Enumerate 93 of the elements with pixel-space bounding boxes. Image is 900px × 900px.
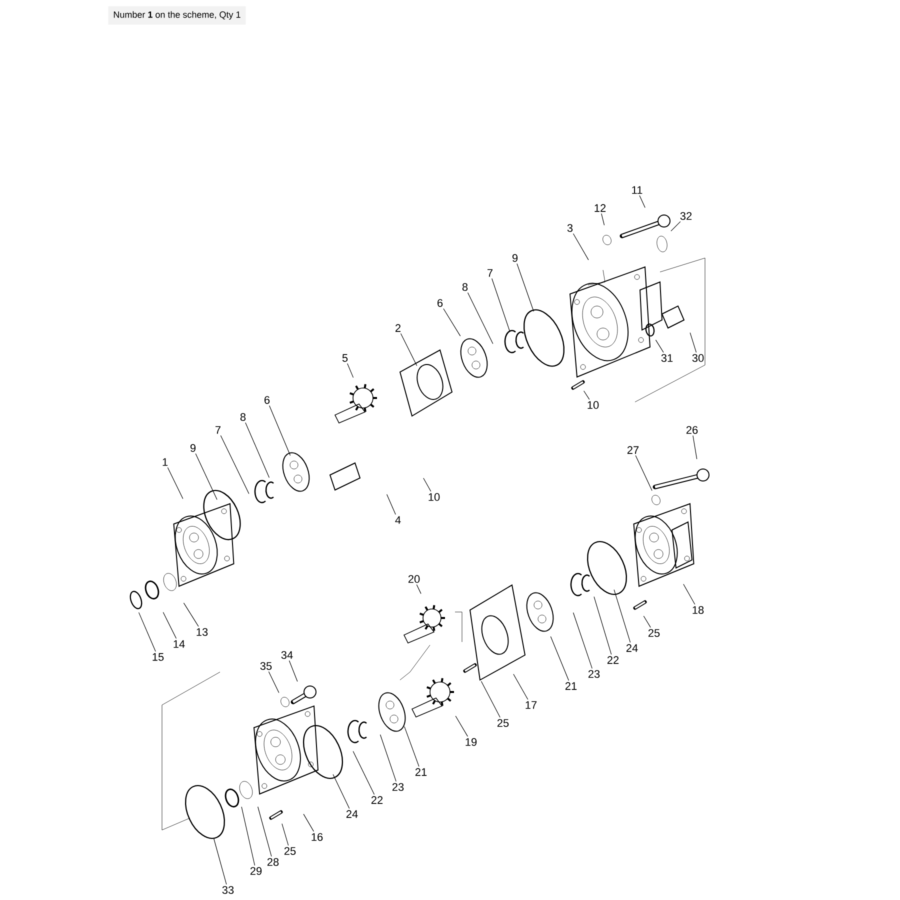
leader-line [282, 823, 289, 846]
callout-number: 22 [607, 656, 619, 664]
callout-number: 20 [408, 575, 420, 583]
callout-number: 33 [222, 886, 234, 894]
leader-line [692, 435, 698, 460]
callout-number: 14 [174, 640, 185, 648]
callout-number: 5 [342, 354, 348, 362]
leader-line [332, 774, 350, 809]
leader-line [386, 494, 396, 515]
callout-number: 8 [240, 413, 246, 421]
callout-number: 10 [428, 493, 440, 501]
callout-number: 8 [462, 283, 468, 291]
callout-number: 23 [392, 783, 404, 791]
leader-line [423, 478, 432, 492]
leader-line [214, 838, 227, 885]
leader-line [138, 612, 156, 652]
callout-number: 4 [395, 516, 401, 524]
callout-number: 13 [196, 628, 208, 636]
leader-line [241, 806, 256, 866]
callout-number: 32 [680, 212, 692, 220]
callout-number: 17 [526, 701, 537, 709]
leader-line [288, 660, 298, 682]
leader-line [400, 333, 418, 366]
leader-line [162, 612, 177, 639]
callout-number: 11 [632, 186, 642, 194]
callout-number: 35 [260, 662, 272, 670]
leader-line [594, 596, 612, 655]
leader-line [269, 405, 291, 456]
callout-number: 21 [415, 768, 427, 776]
leader-line [480, 680, 500, 718]
callout-number: 1 [162, 458, 168, 466]
leader-line [245, 422, 270, 478]
leader-line [352, 751, 375, 795]
callout-number: 29 [250, 867, 262, 875]
callout-number: 15 [152, 653, 164, 661]
callout-number: 27 [627, 446, 639, 454]
leader-line [492, 278, 510, 332]
leader-line [404, 726, 420, 767]
callout-number: 6 [264, 396, 270, 404]
leader-line [467, 292, 494, 344]
callout-number: 3 [567, 224, 573, 232]
callout-number: 24 [626, 644, 638, 652]
leader-line [455, 716, 468, 737]
callout-number: 18 [692, 606, 704, 614]
callout-number: 26 [686, 426, 698, 434]
callout-number: 9 [190, 444, 196, 452]
leader-line [683, 584, 696, 605]
leader-line [513, 674, 528, 700]
leader-line [655, 340, 664, 353]
callout-number: 31 [661, 354, 673, 362]
leader-line [614, 589, 631, 643]
leader-line [584, 390, 590, 400]
leader-line [572, 612, 592, 669]
leader-line [670, 221, 681, 232]
callout-number: 9 [512, 254, 518, 262]
leader-line [220, 435, 250, 494]
callout-number: 28 [267, 858, 279, 866]
callout-number: 7 [216, 426, 220, 434]
header-note: Number 1 on the scheme, Qty 1 [108, 6, 246, 25]
leader-line [635, 455, 652, 491]
callout-number: 25 [648, 629, 660, 637]
leader-line [690, 332, 697, 353]
callout-number: 22 [371, 796, 383, 804]
leader-line [550, 636, 570, 681]
callout-number: 16 [312, 833, 323, 841]
leader-line [268, 671, 280, 693]
callout-number: 25 [284, 847, 296, 855]
leader-line [303, 814, 314, 832]
leader-line [183, 602, 199, 627]
leader-line [195, 453, 218, 500]
callout-number: 10 [588, 401, 599, 409]
leader-line [167, 467, 184, 500]
callout-number: 25 [497, 719, 509, 727]
leader-line [347, 363, 354, 378]
callout-number: 23 [588, 670, 600, 678]
callout-number: 6 [438, 299, 443, 307]
leader-line [380, 734, 396, 782]
leader-line [416, 584, 422, 594]
leader-line [639, 195, 646, 208]
callout-number: 21 [565, 682, 577, 690]
callout-number: 12 [594, 204, 606, 212]
callout-number: 24 [346, 810, 358, 818]
leader-line [516, 263, 534, 312]
callout-number: 2 [396, 324, 401, 332]
callout-number: 34 [281, 651, 293, 659]
callout-number: 19 [466, 738, 477, 746]
callout-number: 7 [488, 269, 493, 277]
leader-line [601, 213, 605, 226]
leader-line [443, 308, 461, 336]
callout-number: 30 [692, 354, 704, 362]
leader-line [258, 806, 272, 857]
leader-line [572, 233, 589, 260]
leader-line [643, 616, 651, 628]
